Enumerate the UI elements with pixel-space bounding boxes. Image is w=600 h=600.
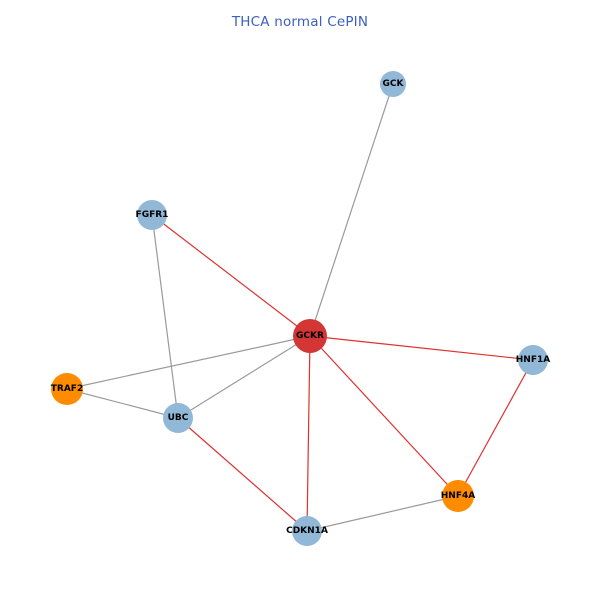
edge-traf2-gckr <box>66 335 311 390</box>
node-traf2: TRAF2 <box>51 373 83 405</box>
edge-hnf4a-cdkn1a <box>306 495 459 532</box>
node-hnf1a: HNF1A <box>516 345 550 375</box>
node-ubc: UBC <box>163 403 193 433</box>
node-circle-hnf4a <box>442 480 474 512</box>
node-circle-gckr <box>293 319 327 353</box>
node-circle-fgfr1 <box>137 200 167 230</box>
edge-gckr-hnf4a <box>309 335 459 497</box>
node-circle-ubc <box>163 403 193 433</box>
node-circle-cdkn1a <box>292 516 322 546</box>
plot-title: THCA normal CePIN <box>231 14 369 30</box>
node-circle-traf2 <box>51 373 83 405</box>
edge-ubc-gckr <box>177 335 311 419</box>
edge-gck-gckr <box>309 83 394 337</box>
edge-hnf1a-hnf4a <box>457 359 534 497</box>
node-cdkn1a: CDKN1A <box>286 516 328 546</box>
node-gck: GCK <box>380 71 406 97</box>
edge-traf2-ubc <box>66 388 179 419</box>
node-gckr: GCKR <box>293 319 327 353</box>
edge-ubc-cdkn1a <box>177 417 308 532</box>
edge-gckr-cdkn1a <box>306 335 311 532</box>
edge-fgfr1-gckr <box>151 214 311 337</box>
node-hnf4a: HNF4A <box>441 480 475 512</box>
node-circle-hnf1a <box>518 345 548 375</box>
edge-fgfr1-ubc <box>151 214 179 419</box>
node-fgfr1: FGFR1 <box>136 200 168 230</box>
edge-gckr-hnf1a <box>309 335 534 361</box>
node-circle-gck <box>380 71 406 97</box>
